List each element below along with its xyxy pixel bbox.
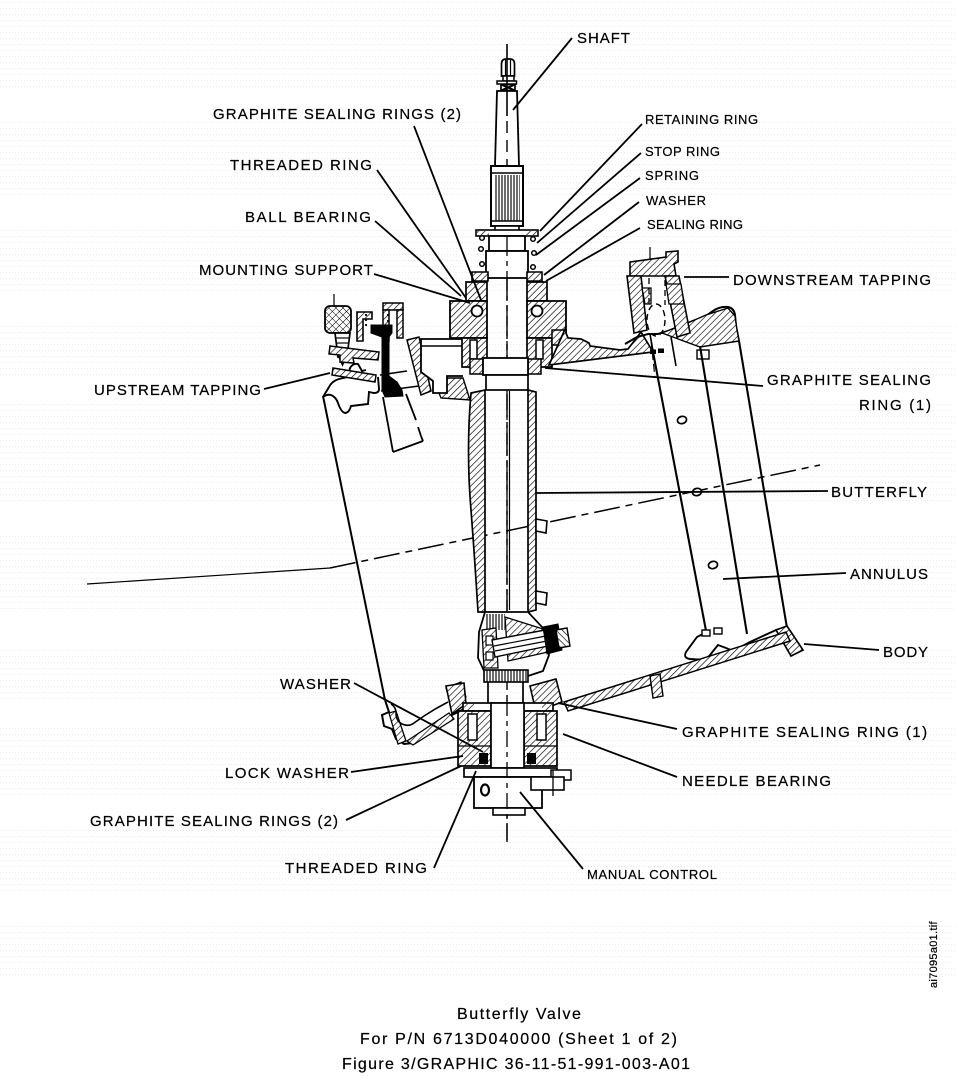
svg-text:BUTTERFLY: BUTTERFLY bbox=[831, 484, 928, 501]
svg-text:WASHER: WASHER bbox=[280, 676, 352, 693]
svg-text:DOWNSTREAM TAPPING: DOWNSTREAM TAPPING bbox=[733, 272, 932, 289]
svg-text:THREADED RING: THREADED RING bbox=[285, 860, 428, 877]
svg-text:SHAFT: SHAFT bbox=[577, 30, 631, 47]
svg-text:BALL BEARING: BALL BEARING bbox=[245, 209, 373, 226]
svg-text:BODY: BODY bbox=[883, 644, 929, 661]
svg-text:ai7095a01.tif: ai7095a01.tif bbox=[928, 920, 940, 988]
svg-text:MOUNTING SUPPORT: MOUNTING SUPPORT bbox=[199, 262, 374, 279]
svg-text:Butterfly Valve: Butterfly Valve bbox=[457, 1006, 583, 1023]
svg-text:GRAPHITE SEALING RINGS (2): GRAPHITE SEALING RINGS (2) bbox=[213, 106, 462, 123]
svg-text:UPSTREAM TAPPING: UPSTREAM TAPPING bbox=[94, 382, 262, 399]
svg-text:For P/N 6713D040000 (Sheet 1 o: For P/N 6713D040000 (Sheet 1 of 2) bbox=[360, 1031, 679, 1048]
svg-text:THREADED RING: THREADED RING bbox=[230, 157, 373, 174]
svg-text:MANUAL CONTROL: MANUAL CONTROL bbox=[587, 867, 718, 882]
svg-text:GRAPHITE SEALING RINGS (2): GRAPHITE SEALING RINGS (2) bbox=[90, 813, 339, 830]
svg-text:WASHER: WASHER bbox=[646, 193, 707, 208]
svg-text:GRAPHITE SEALING RING (1): GRAPHITE SEALING RING (1) bbox=[682, 724, 929, 741]
svg-text:NEEDLE BEARING: NEEDLE BEARING bbox=[682, 773, 832, 790]
svg-text:SPRING: SPRING bbox=[645, 168, 700, 183]
svg-text:ANNULUS: ANNULUS bbox=[850, 566, 929, 583]
svg-text:SEALING RING: SEALING RING bbox=[647, 217, 743, 232]
svg-text:GRAPHITE SEALING: GRAPHITE SEALING bbox=[767, 372, 932, 389]
svg-text:LOCK WASHER: LOCK WASHER bbox=[225, 765, 350, 782]
svg-text:STOP RING: STOP RING bbox=[645, 144, 721, 159]
svg-text:RING (1): RING (1) bbox=[859, 397, 933, 414]
svg-text:RETAINING RING: RETAINING RING bbox=[645, 112, 759, 127]
svg-text:Figure 3/GRAPHIC 36-11-51-991-: Figure 3/GRAPHIC 36-11-51-991-003-A01 bbox=[342, 1056, 691, 1073]
